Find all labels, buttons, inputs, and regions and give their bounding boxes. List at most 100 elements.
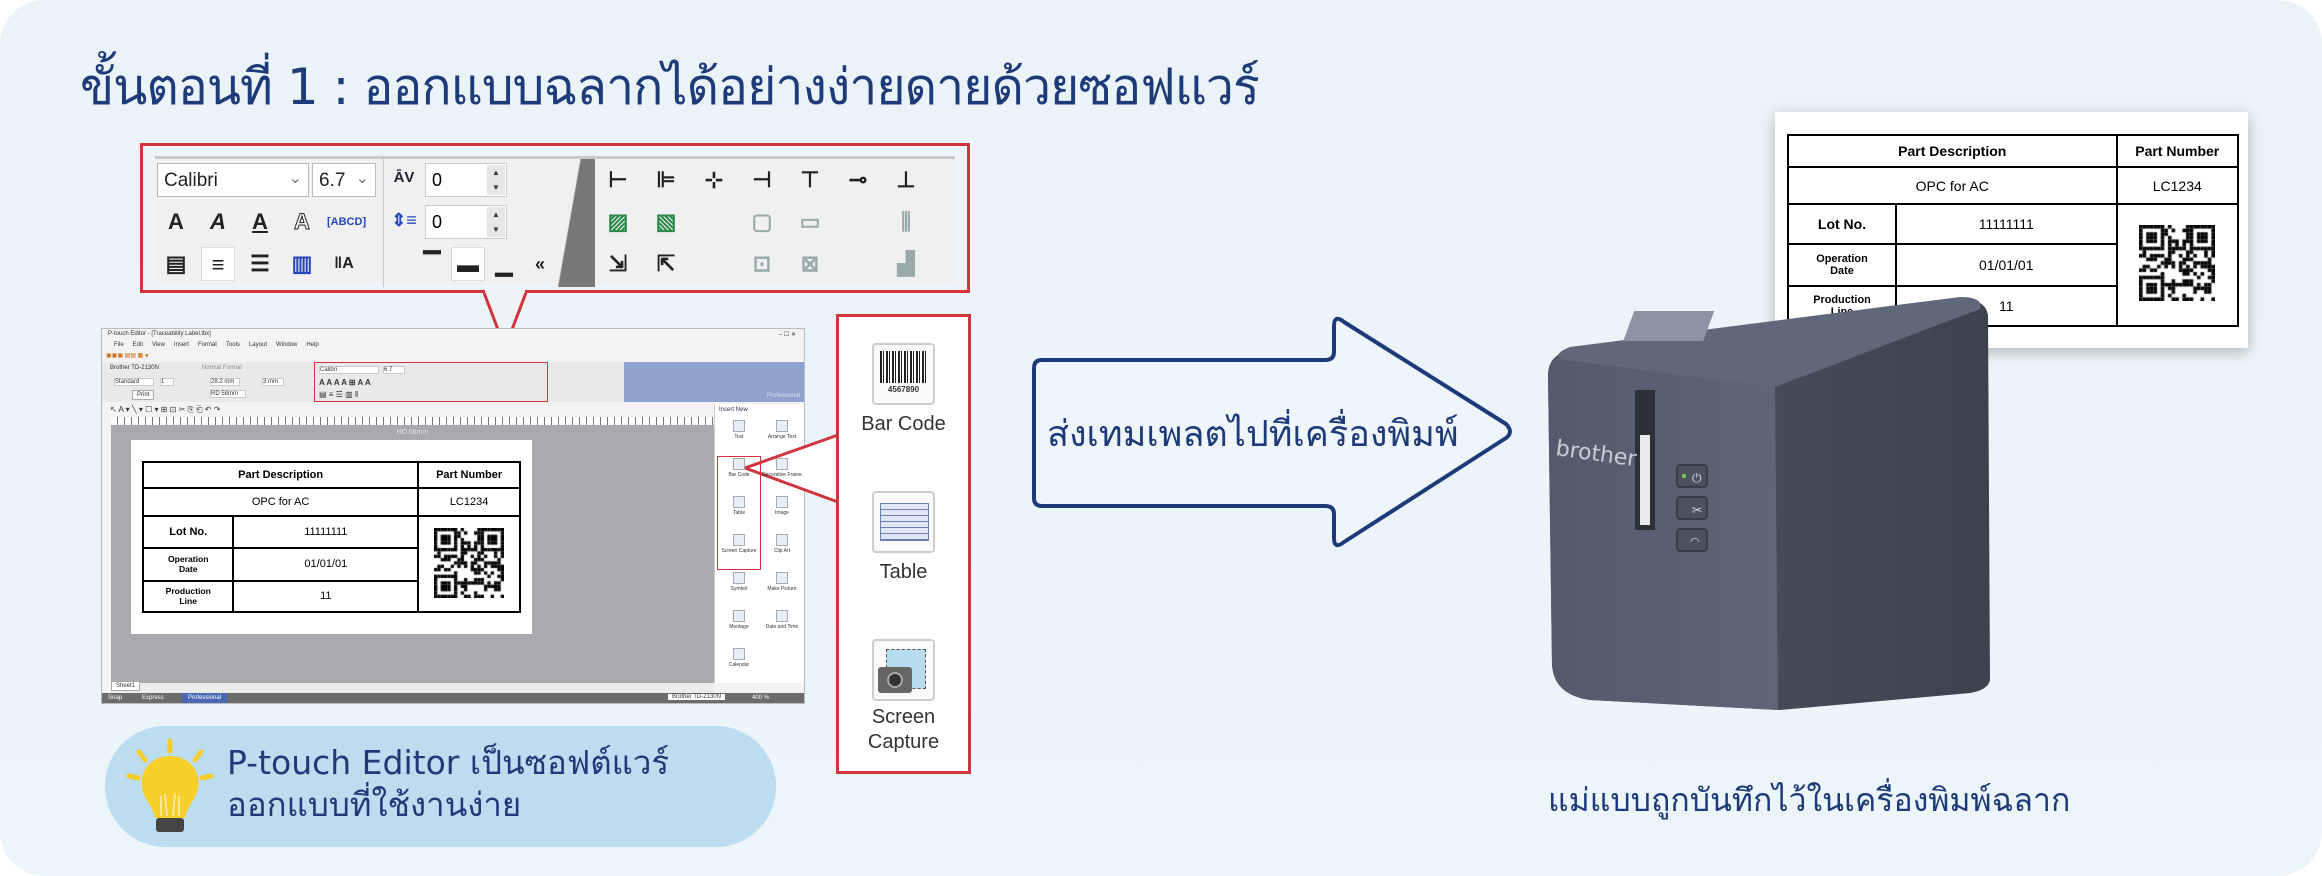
image-icon[interactable]: ▨ — [607, 209, 629, 234]
char-spacing-stepper[interactable]: 0▲▼ — [425, 163, 507, 197]
line-spacing-icon: ⇕≡ — [391, 210, 417, 230]
char-spacing-icon: ĀV — [393, 169, 415, 186]
font-select[interactable]: Calibri — [319, 366, 379, 374]
window-controls[interactable]: – ☐ ✕ — [778, 332, 796, 338]
align-left-edge-icon[interactable]: ⊢ — [608, 167, 628, 192]
highlighted-format-toolbar: Calibri 6.7 A A A A ⊞ A A ▤ ≡ ☰ ▥ ‖ — [314, 362, 548, 402]
image-frame-icon[interactable]: ▧ — [655, 209, 677, 234]
ungroup-icon[interactable]: ⊠ — [800, 251, 820, 276]
underline-icon[interactable]: A — [252, 209, 268, 234]
menu-item-view[interactable]: View — [152, 342, 165, 348]
menu-item-window[interactable]: Window — [275, 342, 298, 348]
format-select[interactable]: Normal Format — [202, 365, 243, 371]
copies-field[interactable]: 1 — [160, 378, 174, 386]
order-icon[interactable]: ▟ — [897, 251, 915, 276]
menu-item-insert[interactable]: Insert — [173, 342, 189, 348]
margin-field[interactable]: 3 mm — [262, 378, 284, 386]
group-icon[interactable]: ⊡ — [752, 251, 772, 276]
size-select[interactable]: 6.7 — [383, 366, 405, 374]
media-select[interactable]: RD 58mm — [210, 390, 246, 398]
lot-label: Lot No. — [1787, 202, 1897, 245]
bottom-align-icon[interactable]: ▁ — [495, 251, 513, 276]
qr-code-icon — [434, 527, 505, 598]
menu-item-help[interactable]: Help — [306, 342, 319, 348]
menu-item-format[interactable]: Format — [197, 342, 217, 348]
frame-dashed-icon[interactable]: ▭ — [799, 209, 821, 234]
quality-select[interactable]: Standard — [114, 378, 154, 386]
length-field[interactable]: 28.2 mm — [210, 378, 240, 386]
qr-code-cell — [2115, 202, 2239, 328]
font-name-select[interactable]: Calibri⌄ — [157, 163, 309, 197]
table-button[interactable]: Table — [839, 491, 968, 584]
align-top-icon[interactable]: ⊤ — [800, 167, 820, 192]
text-frame-icon[interactable]: [ABCD] — [327, 216, 367, 228]
top-align-icon[interactable]: ▔ — [423, 251, 441, 276]
vertical-text-icon[interactable]: ‖A — [334, 255, 354, 272]
drawing-toolbar[interactable]: ↖ A ▾ ╲ ▾ ☐ ▾ ⊞ ⊡ ✂ ⎘ ⎗ ↶ ↷ — [110, 405, 221, 414]
middle-align-icon[interactable]: ▬ — [451, 247, 485, 281]
italic-icon[interactable]: A — [210, 209, 226, 234]
menu-item-tools[interactable]: Tools — [225, 342, 240, 348]
rotate-right-icon[interactable]: ⇱ — [656, 251, 676, 276]
format-toolbar: Calibri⌄ 6.7⌄ ĀV 0▲▼ ⇕≡ 0▲▼ A A A A [ABC… — [155, 156, 955, 287]
insert-item-bar-code[interactable]: Bar Code — [718, 458, 760, 478]
insert-item-decorative-frame[interactable]: Decorative Frame — [761, 458, 803, 478]
align-bottom-icon[interactable]: ⊥ — [896, 167, 916, 192]
insert-item-clip-art[interactable]: Clip Art — [761, 534, 803, 554]
font-size-select[interactable]: 6.7⌄ — [312, 163, 376, 197]
insert-item-symbol[interactable]: Symbol — [718, 572, 760, 592]
align-right-icon[interactable]: ⊣ — [752, 167, 772, 192]
insert-item-table[interactable]: Table — [718, 496, 760, 516]
align-left-icon[interactable]: ⊫ — [656, 167, 676, 192]
align-right-icon[interactable]: ☰ — [250, 251, 270, 276]
date-label-2: Date — [178, 564, 198, 574]
print-button[interactable]: Print — [132, 390, 155, 400]
screen-capture-button[interactable]: Screen Capture — [839, 639, 968, 755]
quick-toolbar[interactable]: ▣▣▣ ▤▤ ▦ ● — [106, 353, 149, 359]
highlight-box — [717, 456, 761, 570]
justify-icon[interactable]: ▥ — [291, 251, 313, 276]
align-left-icon[interactable]: ▤ — [165, 251, 187, 276]
snap-tab[interactable]: Snap — [108, 695, 123, 701]
insert-item-label: Decorative Frame — [762, 472, 802, 478]
align-middle-icon[interactable]: ⊸ — [848, 167, 868, 192]
align-icons[interactable]: ▤ ≡ ☰ ▥ ‖ — [319, 390, 359, 399]
insert-item-image[interactable]: Image — [761, 496, 803, 516]
bold-icon[interactable]: A — [168, 209, 184, 234]
frame-icon[interactable]: ▢ — [751, 209, 773, 234]
insert-item-montage[interactable]: Montage — [718, 610, 760, 630]
description-cell: OPC for AC — [1787, 166, 2118, 205]
spin-arrows-icon[interactable]: ▲▼ — [487, 165, 505, 195]
insert-item-label: Make Picture — [767, 586, 797, 592]
insert-item-label: Symbol — [730, 586, 748, 592]
express-tab[interactable]: Express — [142, 695, 164, 701]
zoom-level[interactable]: 400 % — [752, 695, 770, 701]
insert-item-calendar[interactable]: Calendar — [718, 648, 760, 668]
spin-arrows-icon[interactable]: ▲▼ — [487, 207, 505, 237]
rotate-left-icon[interactable]: ⇲ — [608, 251, 628, 276]
align-center-icon[interactable]: ⊹ — [704, 167, 724, 192]
insert-item-label: Screen Capture — [721, 548, 757, 554]
distribute-icon[interactable]: ⫼ — [900, 209, 912, 234]
align-center-icon[interactable]: ≡ — [201, 247, 235, 281]
insert-item-arrange-text[interactable]: Arrange Text — [761, 420, 803, 440]
professional-tab[interactable]: Professional — [182, 693, 228, 703]
insert-item-screen-capture[interactable]: Screen Capture — [718, 534, 760, 554]
sheet-tab[interactable]: Sheet1 — [111, 681, 141, 691]
insert-item-label: Clip Art — [773, 548, 791, 554]
insert-item-make-picture[interactable]: Make Picture — [761, 572, 803, 592]
insert-item-date-and-time[interactable]: Date and Time — [761, 610, 803, 630]
menu-item-edit[interactable]: Edit — [132, 342, 144, 348]
format-icons[interactable]: A A A A ⊞ A A — [319, 378, 371, 387]
menu-item-file[interactable]: File — [114, 342, 124, 348]
status-printer-select[interactable]: Brother TD-2130N — [668, 694, 725, 700]
insert-item-text[interactable]: Text — [718, 420, 760, 440]
bar-code-button[interactable]: 4567890 Bar Code — [839, 343, 968, 436]
line-spacing-stepper[interactable]: 0▲▼ — [425, 205, 507, 239]
image-icon — [776, 496, 788, 508]
menu-item-layout[interactable]: Layout — [248, 342, 267, 348]
collapse-icon[interactable]: « — [534, 254, 545, 274]
outline-icon[interactable]: A — [294, 209, 311, 235]
